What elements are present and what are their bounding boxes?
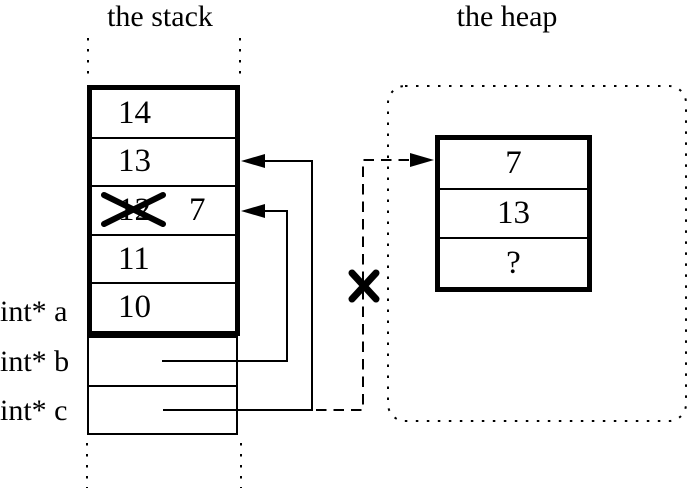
dashed-pointer-arrowhead-icon [410,153,434,167]
heap-cell: 7 [440,140,587,190]
pointer-b-arrowhead-icon [241,204,265,218]
stack-title: the stack [107,0,213,33]
dashed-pointer-to-heap-line [316,159,409,411]
stack-cell-value: 11 [118,240,150,277]
stack-cell-value: 7 [189,191,206,228]
stack-cell: 11 [92,236,235,285]
stack-cell-value: 13 [118,143,151,180]
stack-cell-value: 10 [118,289,151,326]
heap-cell: ? [440,239,587,287]
pointer-c-arrowhead-icon [241,154,265,168]
heap-cell-value: 7 [505,145,522,182]
heap-cell: 13 [440,190,587,240]
stack-cell: 14 [92,90,235,139]
stack-frame-box: 14 13 12 7 11 10 [87,85,240,336]
pointer-label-b: int* b [0,345,70,378]
pointer-label-c: int* c [0,394,68,427]
stack-cell: 13 [92,139,235,188]
heap-title: the heap [456,0,558,33]
pointer-cell-c [89,387,236,434]
pointer-label-a: int* a [0,295,68,328]
stack-cell: 10 [92,284,235,331]
stack-cell-overwritten: 12 7 [92,187,235,236]
stack-pointer-cells [87,336,238,435]
heap-cell-value: ? [506,244,521,281]
x-mark-deleted-pointer-icon [348,269,380,303]
stack-cell-value: 14 [118,94,151,131]
heap-cell-value: 13 [497,195,530,231]
heap-object-box: 7 13 ? [435,135,592,292]
crossed-out-old-value: 12 [118,191,151,228]
pointer-cell-b [89,338,236,387]
